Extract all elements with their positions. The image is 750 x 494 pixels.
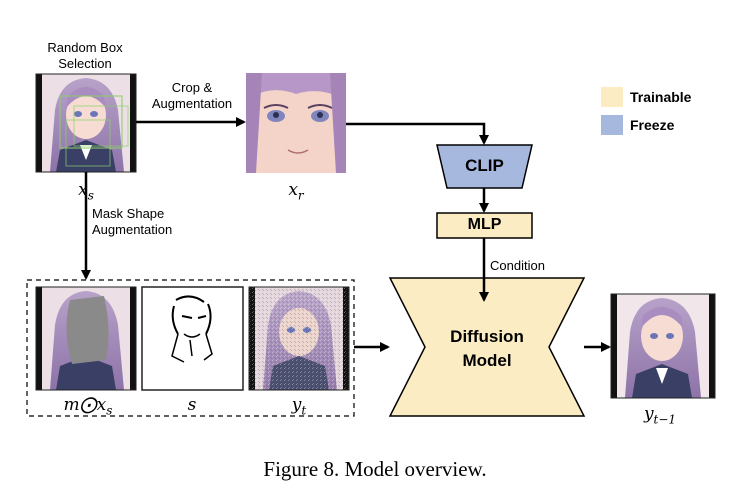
input-group-box xyxy=(26,279,355,417)
random-box-label: Random Box Selection xyxy=(47,40,123,71)
xr-label: xr xyxy=(288,180,304,203)
source-image xyxy=(35,73,137,173)
sketch-label: s xyxy=(187,395,197,415)
condition-label: Condition xyxy=(490,258,545,273)
crop-image xyxy=(246,73,346,173)
masked-label: m⨀xs xyxy=(63,395,113,418)
diffusion-line2: Model xyxy=(462,351,512,370)
yt-label: yt xyxy=(291,395,307,418)
sketch-image xyxy=(141,286,244,391)
clip-block xyxy=(436,144,533,189)
xs-label: xs xyxy=(78,180,94,203)
diffusion-line1: Diffusion xyxy=(450,327,524,346)
masked-image xyxy=(35,286,137,391)
ytm1-label: yt−1 xyxy=(643,404,677,427)
diffusion-model-label: Diffusion Model xyxy=(430,325,544,373)
legend-trainable-label: Trainable xyxy=(630,89,692,105)
freeze-swatch xyxy=(601,115,623,135)
diffusion-model-block xyxy=(388,277,586,417)
crop-augmentation-label: Crop & Augmentation xyxy=(151,80,233,111)
arrows xyxy=(81,117,611,352)
mask-shape-augmentation-label: Mask Shape Augmentation xyxy=(92,206,173,237)
legend-freeze-label: Freeze xyxy=(630,117,675,133)
mlp-label: MLP xyxy=(467,216,502,233)
trainable-swatch xyxy=(601,87,623,107)
arrow-to-clip xyxy=(346,122,489,145)
mlp-block xyxy=(436,212,533,239)
output-image xyxy=(610,293,716,399)
clip-label: CLIP xyxy=(465,156,504,175)
noisy-image xyxy=(248,286,350,391)
figure-caption: Figure 8. Model overview. xyxy=(263,457,487,481)
